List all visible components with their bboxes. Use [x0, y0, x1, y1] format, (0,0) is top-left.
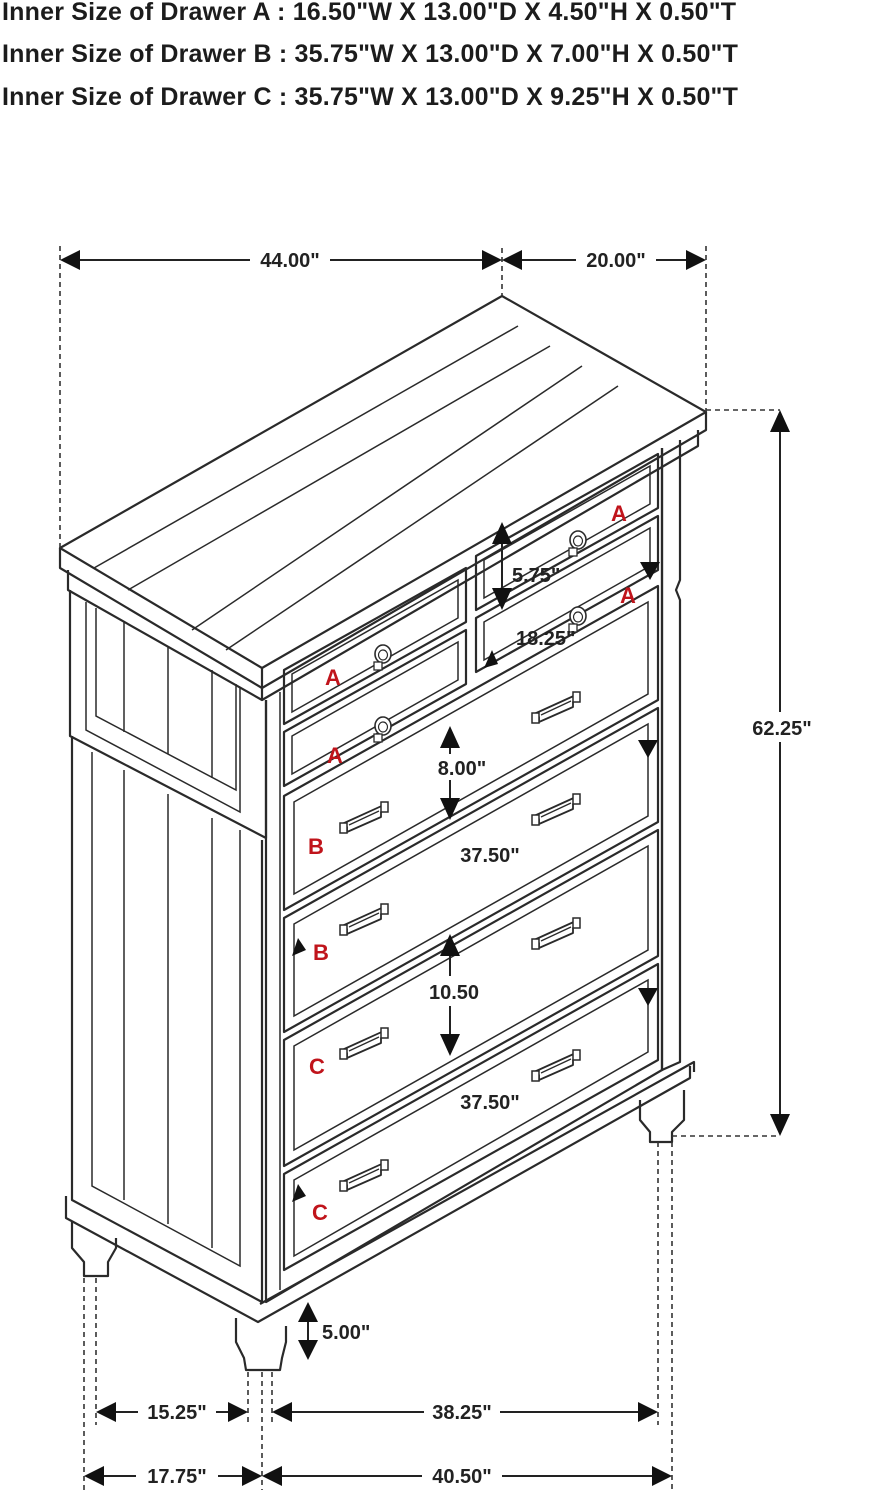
base-front-label: 40.50" [432, 1466, 492, 1488]
drawer-c-height-label: 10.50 [429, 982, 479, 1004]
small-drawer-width-label: 18.25" [516, 628, 576, 650]
drawer-label-a: A [611, 501, 627, 526]
depth-overall-label: 20.00" [586, 250, 646, 272]
extension-lines [59, 246, 780, 1490]
drawer-c-width-label: 37.50" [460, 1092, 520, 1114]
drawer-a-inner-size: Inner Size of Drawer A : 16.50"W X 13.00… [2, 0, 737, 26]
drawer-label-a: A [620, 583, 636, 608]
drawer-b-height-label: 8.00" [438, 758, 486, 780]
drawer-label-b: B [313, 940, 329, 965]
drawer-label-a: A [325, 665, 341, 690]
small-drawer-height-label: 5.75" [512, 565, 560, 587]
drawer-b-inner-size: Inner Size of Drawer B : 35.75"W X 13.00… [2, 40, 739, 68]
drawer-c-inner-size: Inner Size of Drawer C : 35.75"W X 13.00… [2, 83, 739, 111]
leg-span-side-label: 15.25" [147, 1402, 207, 1424]
drawer-b-width-label: 37.50" [460, 845, 520, 867]
dimension-lines [60, 250, 790, 1486]
drawer-label-a: A [327, 743, 343, 768]
width-overall-label: 44.00" [260, 250, 320, 272]
dresser-drawing [58, 294, 708, 1372]
drawer-label-b: B [308, 834, 324, 859]
height-overall-label: 62.25" [752, 718, 812, 740]
leg-height-label: 5.00" [322, 1322, 370, 1344]
drawer-label-c: C [309, 1054, 325, 1079]
base-side-label: 17.75" [147, 1466, 207, 1488]
drawer-label-c: C [312, 1200, 328, 1225]
leg-span-front-label: 38.25" [432, 1402, 492, 1424]
